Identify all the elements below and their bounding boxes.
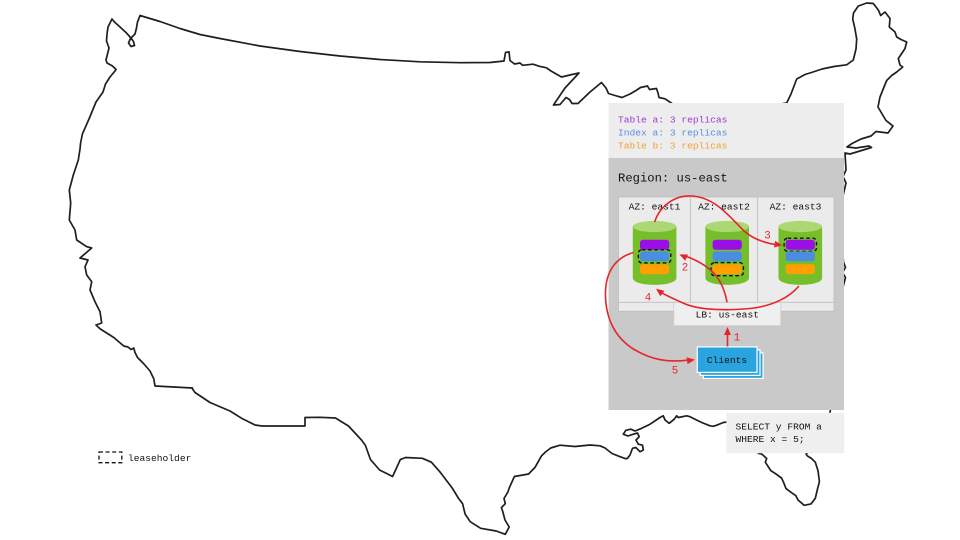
svg-text:Index a: 3 replicas: Index a: 3 replicas	[618, 128, 727, 139]
svg-text:Clients: Clients	[707, 355, 747, 366]
svg-text:3: 3	[764, 231, 770, 243]
svg-text:LB: us-east: LB: us-east	[696, 310, 759, 321]
svg-text:5: 5	[672, 366, 678, 378]
svg-text:AZ: east2: AZ: east2	[698, 202, 750, 213]
svg-text:WHERE x = 5;: WHERE x = 5;	[736, 434, 805, 445]
svg-text:Region: us-east: Region: us-east	[618, 172, 728, 186]
svg-text:2: 2	[682, 262, 688, 274]
svg-text:Table a: 3 replicas: Table a: 3 replicas	[618, 115, 727, 126]
svg-text:4: 4	[645, 293, 651, 305]
svg-text:1: 1	[734, 333, 740, 345]
svg-text:leaseholder: leaseholder	[128, 453, 191, 464]
svg-text:Table b: 3 replicas: Table b: 3 replicas	[618, 141, 727, 152]
svg-text:AZ: east3: AZ: east3	[770, 202, 822, 213]
svg-text:AZ: east1: AZ: east1	[629, 202, 681, 213]
svg-text:SELECT y FROM a: SELECT y FROM a	[736, 422, 823, 433]
